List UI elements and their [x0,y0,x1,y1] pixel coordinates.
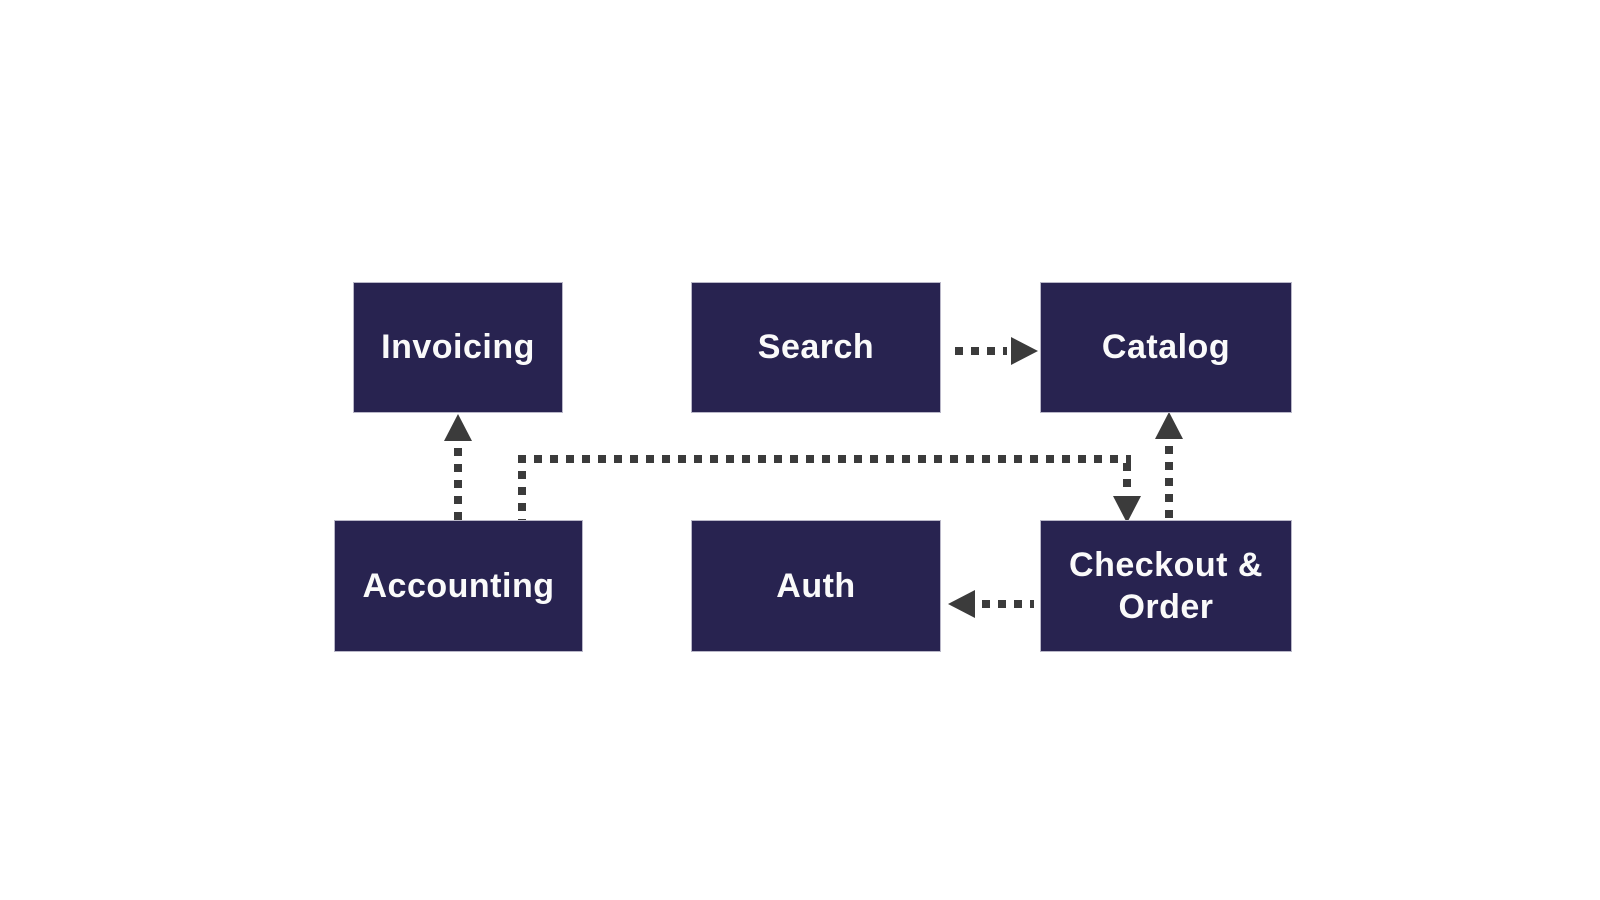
edge-search-to-catalog-dotted-line [955,347,1007,355]
edge-accounting-to-invoicing-arrowhead-up-icon [444,414,472,441]
edge-checkout-to-catalog-dotted-line [1165,446,1173,532]
edge-accounting-to-invoicing-dotted-line [454,448,462,524]
edge-search-to-catalog-arrowhead-right-icon [1011,337,1038,365]
node-checkout-label: Checkout & Order [1069,545,1263,627]
node-accounting: Accounting [334,520,583,652]
node-search: Search [691,282,941,413]
node-catalog: Catalog [1040,282,1292,413]
node-checkout: Checkout & Order [1040,520,1292,652]
node-invoicing-label: Invoicing [381,328,535,367]
edge-checkout-to-auth-arrowhead-left-icon [948,590,975,618]
edge-accounting-to-checkout-dotted-line [518,455,526,526]
node-accounting-label: Accounting [362,566,555,605]
node-catalog-label: Catalog [1101,328,1231,367]
node-auth: Auth [691,520,941,652]
edge-checkout-to-catalog-arrowhead-up-icon [1155,412,1183,439]
edge-checkout-to-auth-dotted-line [982,600,1034,608]
node-invoicing: Invoicing [353,282,563,413]
edge-accounting-to-checkout-dotted-line [1123,463,1131,492]
node-search-label: Search [757,328,875,367]
node-auth-label: Auth [776,566,856,605]
edge-accounting-to-checkout-dotted-line [518,455,1131,463]
edge-accounting-to-checkout-arrowhead-down-icon [1113,496,1141,523]
